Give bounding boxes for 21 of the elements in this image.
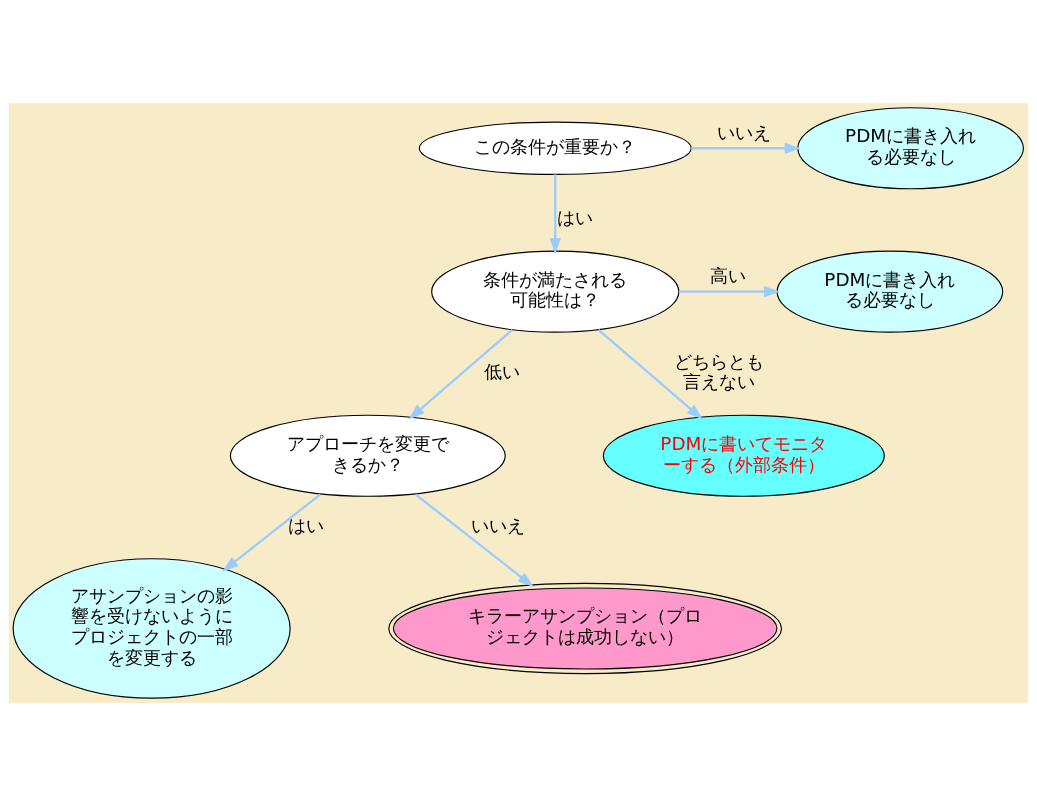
node-ellipse: PDMに書き入れる必要なし <box>797 106 1024 189</box>
arrow <box>678 285 781 297</box>
edge-label: 高い <box>709 264 746 286</box>
node-ellipse: PDMに書いてモニターする（外部条件） <box>602 414 885 497</box>
edge-label: はい <box>287 514 324 536</box>
node-ellipse: キラーアサンプション（プロジェクトは成功しない） <box>388 582 783 674</box>
arrow <box>691 142 801 154</box>
arrow <box>549 173 561 254</box>
arrow <box>414 492 534 587</box>
node-ellipse: アプローチを変更できるか？ <box>229 414 506 497</box>
edge-label: どちらとも言えない <box>674 350 765 392</box>
arrow <box>222 492 322 571</box>
arrow <box>597 328 703 419</box>
edge-label: いいえ <box>470 514 525 536</box>
node-ellipse: PDMに書き入れる必要なし <box>776 250 1004 333</box>
edge-label: はい <box>556 206 593 228</box>
node-ellipse: この条件が重要か？ <box>418 121 692 175</box>
edge-label: 低い <box>483 360 520 382</box>
edge-label: いいえ <box>717 121 772 143</box>
node-ellipse: 条件が満たされる可能性は？ <box>431 250 680 333</box>
arrow <box>408 328 513 419</box>
